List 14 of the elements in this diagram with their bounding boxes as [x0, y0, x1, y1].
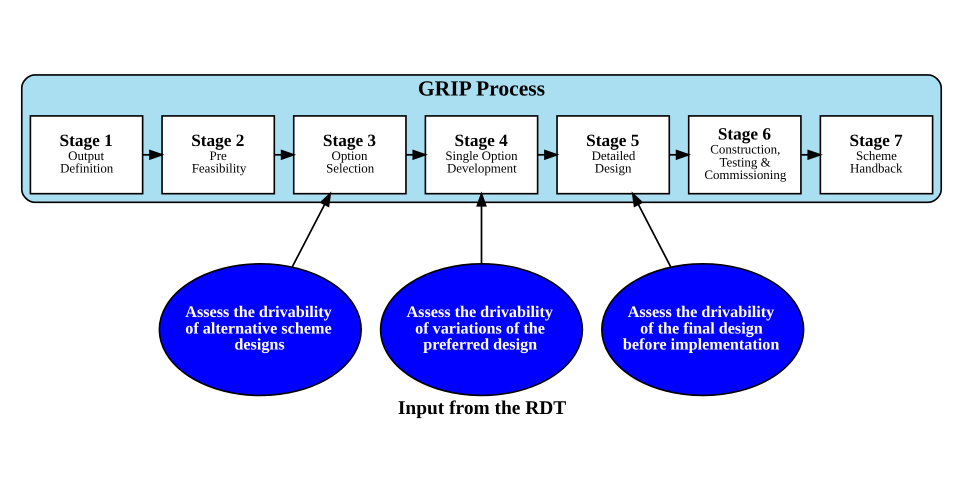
node-box: Stage 4 Single Option Development [424, 114, 538, 194]
node-box: Stage 3 Option Selection [292, 114, 407, 194]
arrow [292, 190, 332, 267]
node-box: Stage 7 Scheme Handback [820, 114, 934, 194]
node-ellipse: Assess the drivability of variations of the preferred design [380, 262, 584, 396]
node-ellipse: Assess the drivability of the final design before implementation [601, 262, 804, 396]
arrow [476, 190, 487, 264]
node-box: Stage 1 Output Definition [30, 114, 144, 194]
node-ellipse: Assess the drivability of alternative scheme designs [158, 262, 362, 396]
caption: Input from the RDT [398, 398, 566, 419]
node-box: Stage 2 Pre Feasibility [161, 114, 276, 194]
node-box: Stage 6 Construction, Testing & Commissioning [688, 114, 802, 194]
node-box: Stage 5 Detailed Design [556, 114, 670, 194]
arrow [632, 190, 672, 267]
